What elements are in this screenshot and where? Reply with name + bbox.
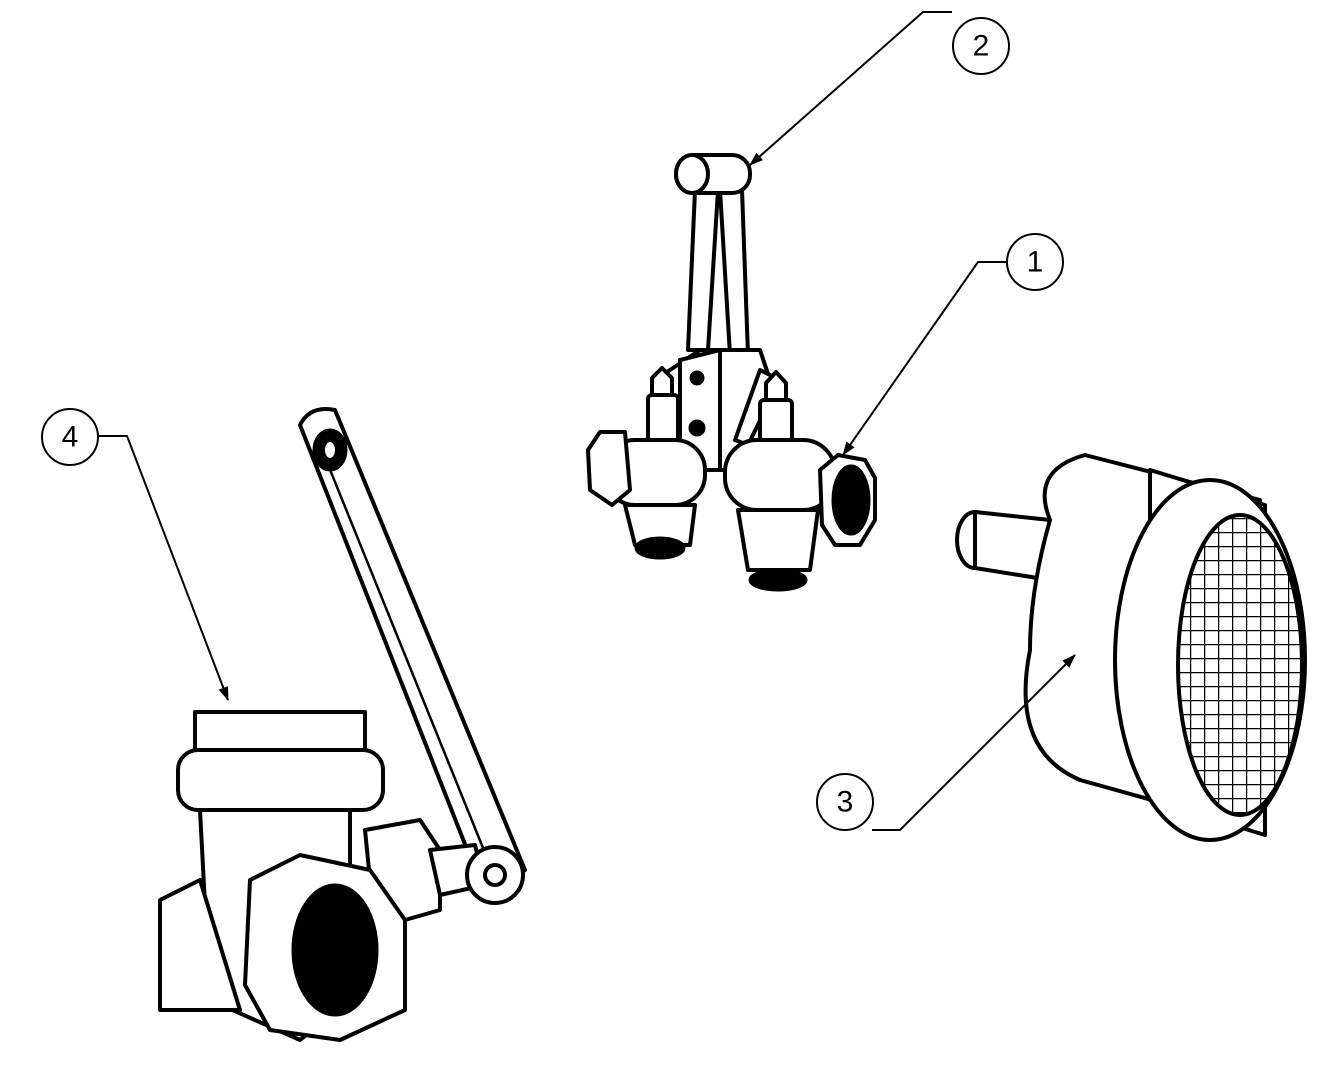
callout-4: 4 [41, 408, 99, 466]
callout-2-label: 2 [973, 30, 990, 63]
gate-valve [158, 407, 527, 1042]
strainer-screen [955, 453, 1307, 842]
callout-4-label: 4 [62, 421, 79, 454]
leader-lines [98, 11, 1076, 831]
valve-assembly [586, 153, 877, 592]
callout-2: 2 [952, 17, 1010, 75]
callout-3-label: 3 [837, 786, 854, 819]
callout-1: 1 [1006, 233, 1064, 291]
callout-3: 3 [816, 773, 874, 831]
callout-1-label: 1 [1027, 246, 1044, 279]
